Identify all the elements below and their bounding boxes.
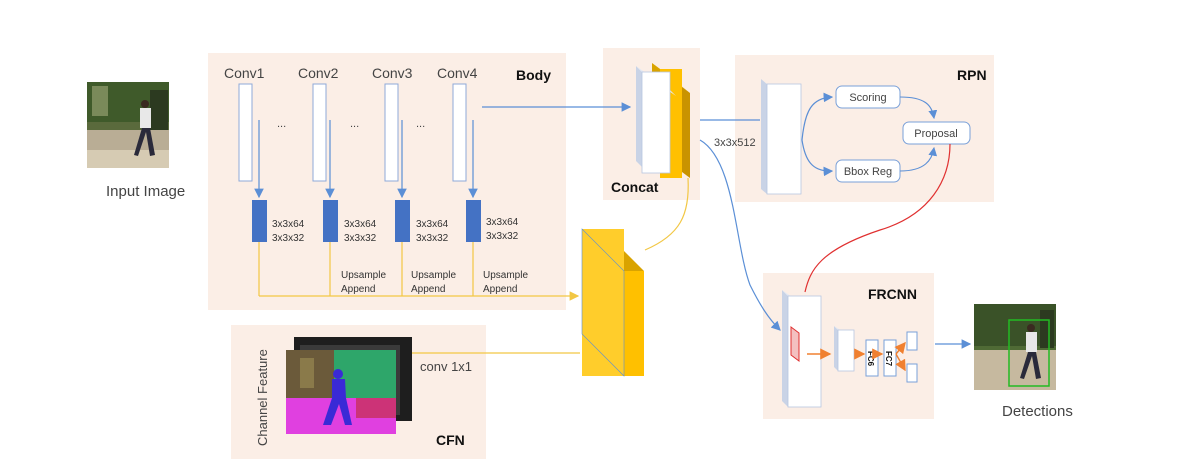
filters-b-1: 3x3x32 xyxy=(272,233,305,244)
filters-b-2: 3x3x32 xyxy=(344,233,377,244)
cfn-title: CFN xyxy=(436,432,465,448)
filters-b-3: 3x3x32 xyxy=(416,233,449,244)
append-label-4: Append xyxy=(483,284,517,295)
ellipsis-2: ... xyxy=(350,118,359,130)
rpn-feature-map xyxy=(761,79,802,195)
conv1-label: Conv1 xyxy=(224,65,265,81)
reduce-block-3 xyxy=(395,200,410,242)
frcnn-feature-map xyxy=(782,290,822,408)
filters-a-3: 3x3x64 xyxy=(416,219,449,230)
proposal-label: Proposal xyxy=(914,128,957,140)
body-title: Body xyxy=(516,67,551,83)
bbox-reg-label: Bbox Reg xyxy=(844,166,892,178)
reg-output-block xyxy=(906,363,918,383)
ellipsis-1: ... xyxy=(277,118,286,130)
channel-feature-images xyxy=(286,337,412,434)
conv4-label: Conv4 xyxy=(437,65,478,81)
conv2-label: Conv2 xyxy=(298,65,339,81)
reduce-block-2 xyxy=(323,200,338,242)
conv3-block xyxy=(384,83,399,182)
fc6-label: FC6 xyxy=(866,351,875,367)
frcnn-title: FRCNN xyxy=(868,286,917,302)
proposal-box xyxy=(902,121,971,145)
conv3-label: Conv3 xyxy=(372,65,413,81)
filters-a-2: 3x3x64 xyxy=(344,219,377,230)
concat-title: Concat xyxy=(611,179,659,195)
filters-b-4: 3x3x32 xyxy=(486,231,519,242)
upsample-append-lines xyxy=(258,242,580,301)
input-image xyxy=(87,82,169,168)
feature-to-concat-line xyxy=(644,177,689,251)
detections-label: Detections xyxy=(1002,403,1073,420)
fc7-block xyxy=(883,339,897,377)
filters-a-4: 3x3x64 xyxy=(486,217,519,228)
ellipsis-3: ... xyxy=(416,118,425,130)
upsample-label-4: Upsample xyxy=(483,270,528,281)
proposal-to-frcnn-line xyxy=(804,143,951,293)
conv4-block xyxy=(452,83,467,182)
conv1-block xyxy=(238,83,253,182)
cls-output-block xyxy=(906,331,918,351)
roi-pool-block xyxy=(834,326,855,372)
append-label-2: Append xyxy=(341,284,375,295)
channel-feature-label: Channel Feature xyxy=(255,349,270,446)
rpn-title: RPN xyxy=(957,67,987,83)
upsample-label-2: Upsample xyxy=(341,270,386,281)
concat-to-frcnn-arrow xyxy=(699,139,781,331)
fc7-label: FC7 xyxy=(884,351,893,367)
filters-a-1: 3x3x64 xyxy=(272,219,305,230)
upsampled-feature-block xyxy=(581,228,644,377)
conv2-block xyxy=(312,83,327,182)
input-image-label: Input Image xyxy=(106,183,185,200)
rpn-input-size: 3x3x512 xyxy=(714,137,756,149)
concat-feature-stack xyxy=(636,63,690,178)
append-label-3: Append xyxy=(411,284,445,295)
reduce-block-1 xyxy=(252,200,267,242)
conv-1x1-label: conv 1x1 xyxy=(420,359,472,374)
scoring-label: Scoring xyxy=(849,92,886,104)
upsample-label-3: Upsample xyxy=(411,270,456,281)
reduce-block-4 xyxy=(466,200,481,242)
detections-image xyxy=(974,304,1056,390)
